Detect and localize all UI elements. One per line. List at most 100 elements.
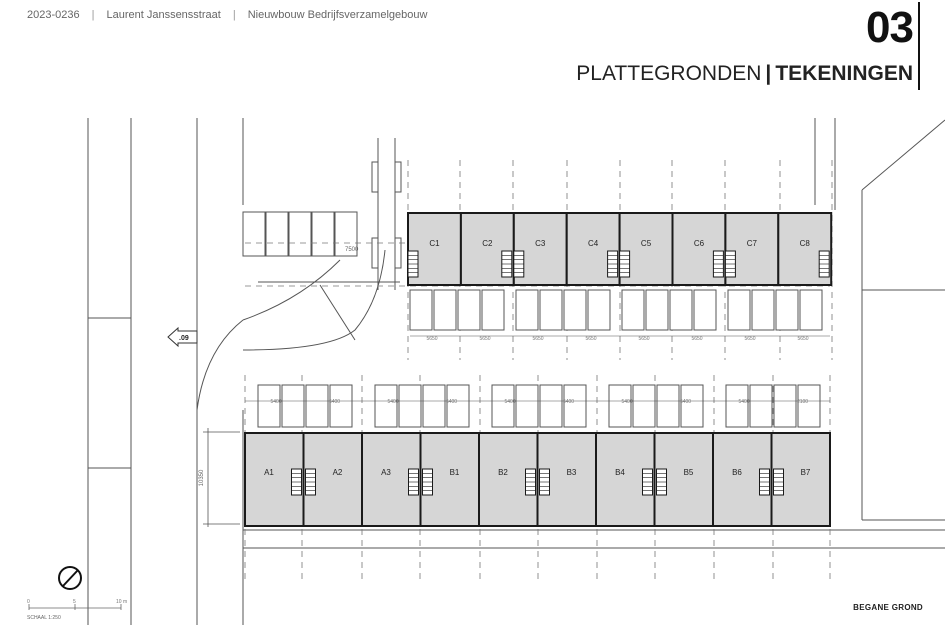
- height-dimension: 10350: [199, 469, 205, 486]
- unit-a1: A1: [244, 432, 305, 527]
- parking-bay: [680, 384, 704, 428]
- separator: |: [232, 9, 236, 21]
- exit-label: .09: [179, 335, 189, 342]
- stair-icon: [773, 468, 784, 496]
- unit-label: B7: [801, 468, 811, 477]
- parking-bay: [727, 289, 751, 331]
- bay-dimension: 5650: [426, 336, 437, 342]
- section-title-right: TEKENINGEN: [775, 62, 913, 85]
- stair-icon: [525, 468, 536, 496]
- parking-bay: [587, 289, 611, 331]
- scale-note: SCHAAL 1:250: [27, 615, 61, 621]
- unit-label: C2: [482, 239, 493, 248]
- unit-label: A2: [333, 468, 343, 477]
- parking-bay: [775, 289, 799, 331]
- parking-bay: [409, 289, 433, 331]
- parking-bay: [515, 289, 539, 331]
- parking-bay: [725, 384, 749, 428]
- unit-a3: A3: [361, 432, 422, 527]
- parking-bay: [797, 384, 821, 428]
- unit-label: B5: [684, 468, 694, 477]
- parking-bay: [669, 289, 693, 331]
- driveway: [196, 138, 402, 411]
- unit-c3: C3: [512, 212, 568, 286]
- stair-icon: [407, 250, 419, 278]
- unit-label: B4: [615, 468, 625, 477]
- unit-c6: C6: [671, 212, 727, 286]
- stair-icon: [619, 250, 631, 278]
- parking-bay: [446, 384, 470, 428]
- unit-label: C7: [747, 239, 758, 248]
- bay-dimension: 5400: [738, 399, 749, 405]
- bay-dimension: 5650: [691, 336, 702, 342]
- height-dimension-line: [203, 428, 240, 527]
- scale-tick-0: 0: [27, 599, 30, 605]
- bay-dimension: 5400: [270, 399, 281, 405]
- parking-bay: [539, 289, 563, 331]
- stair-icon: [724, 250, 736, 278]
- stair-icon: [408, 468, 419, 496]
- unit-c1: C1: [407, 212, 462, 286]
- bay-dimension: 5400: [680, 399, 691, 405]
- bay-dimension: 5650: [638, 336, 649, 342]
- parking-bay: [751, 289, 775, 331]
- scale-tick-10: 10 m: [116, 599, 127, 605]
- bay-dimension: 5400: [504, 399, 515, 405]
- parking-bay: [563, 289, 587, 331]
- unit-label: C5: [641, 239, 652, 248]
- parking-bay: [608, 384, 632, 428]
- section-title: PLATTEGRONDEN|TEKENINGEN: [576, 60, 913, 88]
- parking-bay: [645, 289, 669, 331]
- exit-arrow: .09: [167, 326, 198, 348]
- parking-bay: [799, 289, 823, 331]
- parking-bay: [457, 289, 481, 331]
- row-c: C1 C2 C3 C4 C5 C6 C7 C8: [407, 212, 833, 286]
- unit-c8: C8: [777, 212, 833, 286]
- bay-dimension: 5400: [329, 399, 340, 405]
- parking-bays-top-left: [242, 211, 358, 257]
- bay-dimension: 5650: [744, 336, 755, 342]
- stair-icon: [712, 250, 724, 278]
- section-title-left: PLATTEGRONDEN: [576, 62, 762, 85]
- unit-label: B3: [567, 468, 577, 477]
- stair-icon: [305, 468, 316, 496]
- bay-dimension: 5400: [387, 399, 398, 405]
- stair-icon: [291, 468, 302, 496]
- parking-bay: [656, 384, 680, 428]
- project-name: Nieuwbouw Bedrijfsverzamelgebouw: [247, 9, 428, 21]
- stair-icon: [818, 250, 830, 278]
- stair-icon: [759, 468, 770, 496]
- parking-bay: [693, 289, 717, 331]
- parking-bay: [433, 289, 457, 331]
- parking-bay: [632, 384, 656, 428]
- unit-label: C8: [800, 239, 811, 248]
- unit-c2: C2: [459, 212, 515, 286]
- header-meta: 2023-0236|Laurent Janssensstraat|Nieuwbo…: [27, 9, 427, 21]
- unit-label: B6: [732, 468, 742, 477]
- unit-label: C6: [694, 239, 705, 248]
- unit-b3: B3: [536, 432, 597, 527]
- unit-b6: B6: [712, 432, 773, 527]
- unit-label: C4: [588, 239, 599, 248]
- parking-bay: [563, 384, 587, 428]
- parking-bay: [257, 384, 281, 428]
- unit-a2: A2: [302, 432, 363, 527]
- unit-label: B2: [498, 468, 508, 477]
- title-separator: |: [765, 62, 772, 85]
- unit-b2: B2: [478, 432, 539, 527]
- parking-bay: [515, 384, 539, 428]
- unit-b4: B4: [595, 432, 656, 527]
- scale-tick-5: 5: [73, 599, 76, 605]
- bay-dimension: 5400: [621, 399, 632, 405]
- parking-bay: [773, 384, 797, 428]
- unit-label: B1: [450, 468, 460, 477]
- section-number: 03: [866, 3, 914, 52]
- bay-dimension: 5650: [585, 336, 596, 342]
- site-lines: [87, 118, 945, 625]
- bay-dimension: 5400: [446, 399, 457, 405]
- parking-bay: [329, 384, 353, 428]
- stair-icon: [422, 468, 433, 496]
- unit-label: C1: [429, 239, 440, 248]
